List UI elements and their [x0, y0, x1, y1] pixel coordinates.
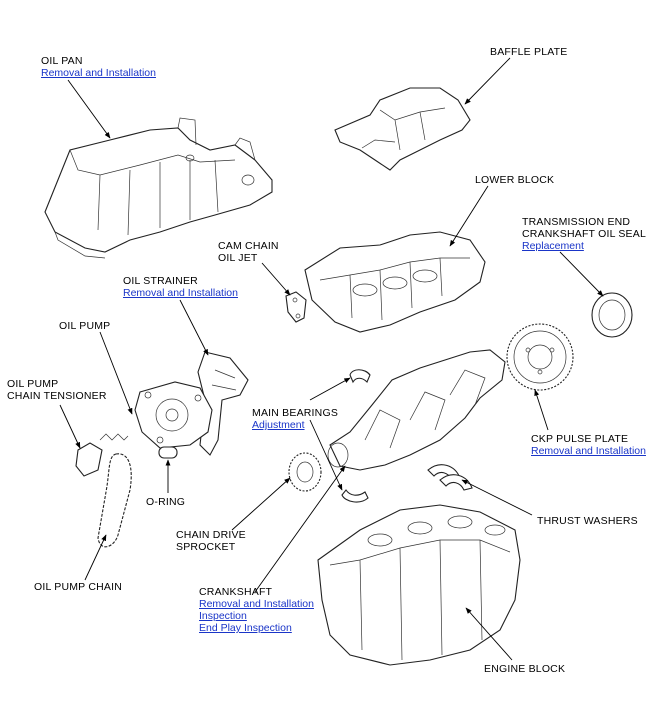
label-oil-pump-chain-tensioner: OIL PUMP CHAIN TENSIONER	[7, 378, 107, 402]
label-thrust-washers: THRUST WASHERS	[537, 515, 638, 527]
tensioner-illustration	[75, 433, 129, 477]
leader-lines	[59, 57, 604, 661]
label-baffle-plate-title: BAFFLE PLATE	[490, 46, 568, 58]
lower-block-illustration	[304, 231, 486, 333]
link-oil-pan-removal[interactable]: Removal and Installation	[41, 67, 156, 79]
label-oil-pump: OIL PUMP	[59, 320, 110, 332]
label-oil-pan: OIL PAN Removal and Installation	[41, 55, 156, 79]
crankshaft-illustration	[327, 349, 506, 471]
label-crankshaft: CRANKSHAFT Removal and Installation Insp…	[199, 586, 314, 634]
oil-pan-illustration	[44, 117, 273, 259]
baffle-plate-illustration	[334, 87, 471, 171]
oil-pump-chain-illustration	[97, 453, 132, 548]
link-main-bearings-adjustment[interactable]: Adjustment	[252, 419, 305, 431]
label-oil-pump-chain: OIL PUMP CHAIN	[34, 581, 122, 593]
thrust-washers-illustration	[427, 464, 473, 491]
label-tensioner-title-1: OIL PUMP	[7, 378, 59, 390]
engine-block-illustration	[317, 504, 521, 666]
label-sprocket-title-1: CHAIN DRIVE	[176, 529, 246, 541]
label-cam-chain-oil-jet-title-1: CAM CHAIN	[218, 240, 279, 252]
link-ckp-removal[interactable]: Removal and Installation	[531, 445, 646, 457]
label-ckp-pulse-plate-title: CKP PULSE PLATE	[531, 433, 629, 445]
label-transmission-seal: TRANSMISSION END CRANKSHAFT OIL SEAL Rep…	[522, 216, 646, 252]
link-crankshaft-inspection[interactable]: Inspection	[199, 610, 247, 622]
main-bearings-illustration	[341, 369, 371, 503]
label-engine-block-title: ENGINE BLOCK	[484, 663, 566, 675]
transmission-end-seal-illustration	[591, 292, 633, 338]
label-tensioner-title-2: CHAIN TENSIONER	[7, 390, 107, 402]
label-oil-strainer: OIL STRAINER Removal and Installation	[123, 275, 238, 299]
link-crankshaft-end-play[interactable]: End Play Inspection	[199, 622, 292, 634]
label-sprocket-title-2: SPROCKET	[176, 541, 236, 553]
label-o-ring-title: O-RING	[146, 496, 186, 508]
oil-pump-illustration	[134, 381, 213, 449]
cam-chain-oil-jet-illustration	[285, 291, 307, 323]
label-oil-strainer-title: OIL STRAINER	[123, 275, 198, 287]
label-lower-block: LOWER BLOCK	[475, 174, 554, 186]
ckp-pulse-plate-illustration	[506, 323, 574, 391]
link-seal-replacement[interactable]: Replacement	[522, 240, 584, 252]
link-crankshaft-removal[interactable]: Removal and Installation	[199, 598, 314, 610]
label-crankshaft-title: CRANKSHAFT	[199, 586, 273, 598]
label-transmission-seal-title-1: TRANSMISSION END	[522, 216, 631, 228]
label-transmission-seal-title-2: CRANKSHAFT OIL SEAL	[522, 228, 647, 240]
label-oil-pan-title: OIL PAN	[41, 55, 83, 67]
label-main-bearings: MAIN BEARINGS Adjustment	[252, 407, 338, 431]
label-baffle-plate: BAFFLE PLATE	[490, 46, 567, 58]
label-cam-chain-oil-jet: CAM CHAIN OIL JET	[218, 240, 279, 264]
label-cam-chain-oil-jet-title-2: OIL JET	[218, 252, 258, 264]
label-engine-block: ENGINE BLOCK	[484, 663, 565, 675]
label-ckp-pulse-plate: CKP PULSE PLATE Removal and Installation	[531, 433, 646, 457]
link-oil-strainer-removal[interactable]: Removal and Installation	[123, 287, 238, 299]
label-main-bearings-title: MAIN BEARINGS	[252, 407, 339, 419]
chain-drive-sprocket-illustration	[288, 452, 322, 492]
label-lower-block-title: LOWER BLOCK	[475, 174, 555, 186]
o-ring-illustration	[158, 446, 178, 459]
label-oil-pump-chain-title: OIL PUMP CHAIN	[34, 581, 122, 593]
oil-strainer-illustration	[197, 351, 249, 456]
label-chain-drive-sprocket: CHAIN DRIVE SPROCKET	[176, 529, 246, 553]
label-o-ring: O-RING	[146, 496, 185, 508]
label-thrust-washers-title: THRUST WASHERS	[537, 515, 638, 527]
label-oil-pump-title: OIL PUMP	[59, 320, 111, 332]
